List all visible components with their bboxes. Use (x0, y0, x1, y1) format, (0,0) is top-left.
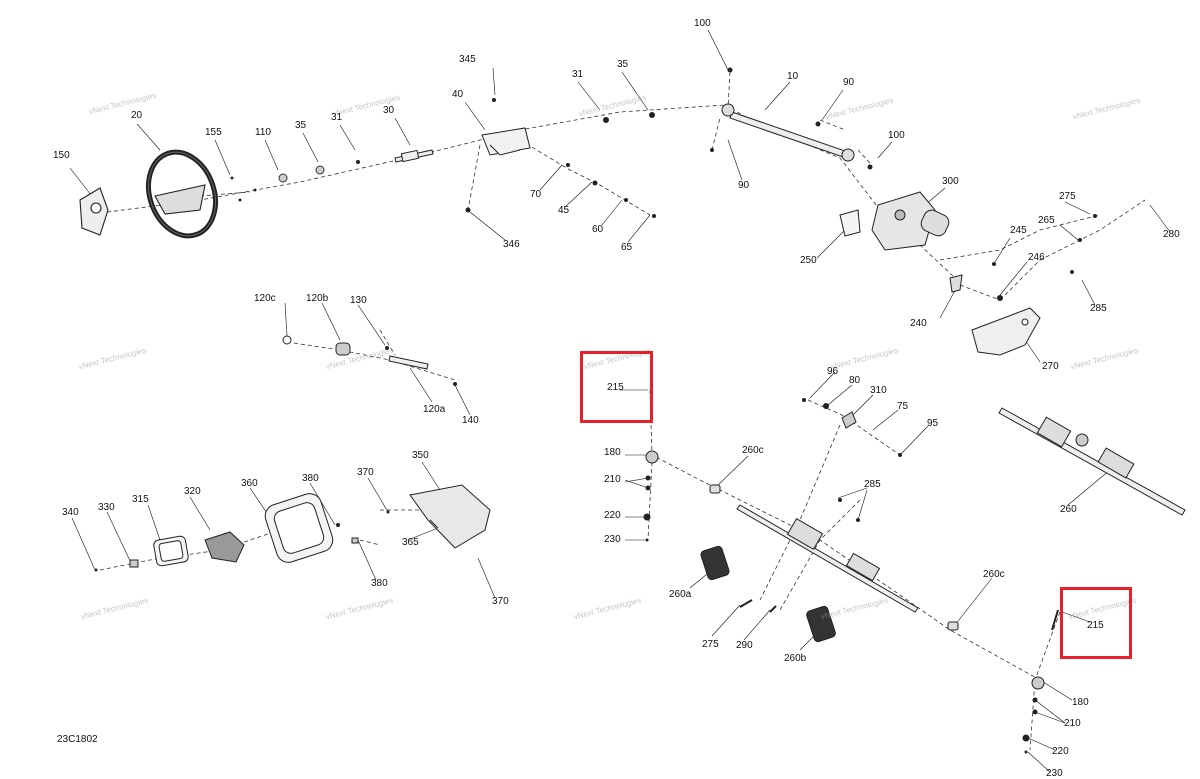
part-label: 140 (462, 415, 479, 426)
part-label: 345 (459, 54, 476, 65)
highlight-box-215-lower (1060, 587, 1132, 659)
part-label: 210 (604, 474, 621, 485)
hardware-dots (94, 67, 1097, 754)
rack-center-drawing (645, 411, 1059, 690)
rack-260-drawing (998, 407, 1186, 516)
part-label: 120c (254, 293, 276, 304)
part-label: 220 (604, 510, 621, 521)
part-label: 246 (1028, 252, 1045, 263)
part-label: 65 (621, 242, 633, 253)
part-label-highlighted: 215 (1087, 620, 1104, 631)
highlight-box-215-upper (580, 351, 653, 423)
part-label: 350 (412, 450, 429, 461)
bracket-270-drawing (949, 274, 1041, 356)
part-label: 260b (784, 653, 807, 664)
part-label: 80 (849, 375, 861, 386)
part-label: 96 (827, 366, 839, 377)
part-label-highlighted: 215 (607, 382, 624, 393)
part-label: 60 (592, 224, 604, 235)
part-label: 340 (62, 507, 79, 518)
part-label: 330 (98, 502, 115, 513)
part-label: 220 (1052, 746, 1069, 757)
part-label: 260c (983, 569, 1005, 580)
part-label: 10 (787, 71, 799, 82)
part-label: 180 (604, 447, 621, 458)
part-label: 360 (241, 478, 258, 489)
part-label: 285 (1090, 303, 1107, 314)
part-label: 260 (1060, 504, 1077, 515)
part-label: 95 (927, 418, 939, 429)
part-label: 265 (1038, 215, 1055, 226)
part-label: 275 (1059, 191, 1076, 202)
part-label: 240 (910, 318, 927, 329)
part-label: 210 (1064, 718, 1081, 729)
trim-drawing (129, 484, 491, 568)
part-label: 346 (503, 239, 520, 250)
column-120-drawing (282, 335, 429, 370)
part-label: 45 (558, 205, 570, 216)
part-label: 320 (184, 486, 201, 497)
part-label: 90 (738, 180, 750, 191)
part-label: 250 (800, 255, 817, 266)
part-label: 365 (402, 537, 419, 548)
part-label: 280 (1163, 229, 1180, 240)
part-label: 290 (736, 640, 753, 651)
eps-300-drawing (839, 191, 950, 251)
part-label: 20 (131, 110, 143, 121)
part-label: 130 (350, 295, 367, 306)
part-label: 31 (572, 69, 584, 80)
bracket-40-drawing (481, 127, 531, 156)
part-label: 370 (357, 467, 374, 478)
part-label: 120b (306, 293, 329, 304)
part-label: 150 (53, 150, 70, 161)
part-label: 30 (383, 105, 395, 116)
part-label: 380 (302, 473, 319, 484)
part-label: 155 (205, 127, 222, 138)
part-label: 35 (617, 59, 629, 70)
part-label: 70 (530, 189, 542, 200)
steering-wheel-drawing (79, 149, 218, 239)
diagram-code: 23C1802 (57, 734, 98, 745)
part-label: 75 (897, 401, 909, 412)
shaft-10-drawing (721, 103, 855, 162)
part-label: 270 (1042, 361, 1059, 372)
part-label: 260c (742, 445, 764, 456)
part-label: 380 (371, 578, 388, 589)
part-label: 275 (702, 639, 719, 650)
part-label: 100 (888, 130, 905, 141)
part-label: 40 (452, 89, 464, 100)
part-label: 230 (1046, 768, 1063, 779)
part-label: 300 (942, 176, 959, 187)
part-label: 230 (604, 534, 621, 545)
part-label: 180 (1072, 697, 1089, 708)
part-label: 90 (843, 77, 855, 88)
part-label: 260a (669, 589, 692, 600)
part-label: 245 (1010, 225, 1027, 236)
part-label: 100 (694, 18, 711, 29)
part-label: 285 (864, 479, 881, 490)
part-label: 35 (295, 120, 307, 131)
part-label: 31 (331, 112, 343, 123)
part-label: 110 (255, 127, 271, 138)
part-label: 310 (870, 385, 887, 396)
part-label: 120a (423, 404, 446, 415)
part-label: 315 (132, 494, 149, 505)
part-label: 370 (492, 596, 509, 607)
shaft-30-drawing (394, 149, 434, 163)
